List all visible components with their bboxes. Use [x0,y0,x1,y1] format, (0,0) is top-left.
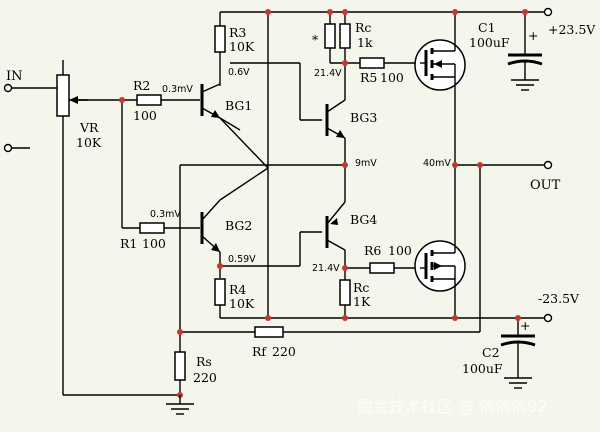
label-r4-name: R4 [229,282,246,297]
label-in: IN [6,69,23,84]
label-bg4-voltage: 21.4V [312,263,340,274]
resistor-star [324,23,336,49]
ground-c1 [511,79,539,91]
potentiometer-vr [56,74,88,117]
mosfet-top [414,39,466,91]
label-r6-name: R6 [364,243,381,258]
label-c2-value: 100uF [462,361,503,376]
transistor-bg3 [325,99,346,139]
label-out-voltage: 40mV [423,158,451,169]
label-r1-name: R1 [120,236,137,251]
mosfet-bottom [414,240,466,292]
label-bg1-emitter-voltage: 0.6V [228,67,250,78]
out-terminal [543,160,553,170]
label-rc-top-value: 1k [357,35,373,50]
label-r1-value: 100 [142,236,166,251]
resistor-r4 [214,278,226,306]
ground-c2 [504,377,532,389]
resistor-r3 [214,25,226,53]
label-star: * [312,32,319,47]
label-r3-name: R3 [229,25,246,40]
label-vneg: -23.5V [538,291,580,306]
labels: IN OUT +23.5V -23.5V VR 10K R2 100 R1 10… [6,20,596,416]
vneg-terminal [543,313,553,323]
terminals [3,7,553,323]
label-rs-value: 220 [193,370,217,385]
label-rc-bot-name: Rc [353,280,369,295]
label-rs-name: Rs [196,354,212,369]
label-r5-value: 100 [380,70,404,85]
resistor-rc-bot [339,279,351,306]
resistor-r2 [136,94,162,106]
label-rc-bot-value: 1K [353,294,371,309]
label-bg1-base-voltage: 0.3mV [162,84,193,95]
vpos-terminal [543,7,553,17]
in-terminal [3,83,13,93]
label-c1-value: 100uF [469,35,510,50]
label-bg3-voltage: 21.4V [314,68,342,79]
label-bg1: BG1 [225,98,252,113]
label-vr-value: 10K [76,135,102,150]
resistors [136,23,395,381]
transistor-bg4 [325,201,346,251]
label-c2-name: C2 [482,345,500,360]
resistor-r6 [369,262,395,274]
label-r5-name: R5 [360,70,377,85]
label-rf-value: 220 [272,344,296,359]
label-vpos: +23.5V [548,22,596,37]
label-rf-name: Rf [252,344,267,359]
label-out: OUT [530,178,561,193]
resistor-rf [254,326,284,338]
label-bg2-emitter-voltage: 0.59V [228,254,256,265]
transistor-bg1 [200,83,221,119]
label-mid-voltage: 9mV [355,158,377,169]
transistor-bg2 [200,199,221,253]
ground-main [166,395,194,415]
label-rc-top-name: Rc [355,20,371,35]
label-r3-value: 10K [229,39,255,54]
label-bg2: BG2 [225,218,252,233]
in-ground-terminal [3,143,13,153]
label-bg4: BG4 [350,212,377,227]
label-c1-name: C1 [478,20,496,35]
watermark: 掘金技术社区 @ 依依依92 [357,397,548,416]
label-r6-value: 100 [388,243,412,258]
resistor-rc-top [339,23,351,49]
c2-plus: + [520,318,530,333]
label-r2-name: R2 [133,78,150,93]
resistor-rs [174,351,186,381]
label-r4-value: 10K [229,296,255,311]
resistor-r1 [139,222,165,234]
resistor-r5 [359,57,385,69]
label-vr-name: VR [79,120,99,135]
capacitor-c1: + [507,28,543,66]
label-bg3: BG3 [350,110,377,125]
c1-plus: + [528,28,538,43]
junctions [119,9,528,398]
capacitor-c2: + [500,318,536,347]
label-r2-value: 100 [133,108,157,123]
label-bg2-base-voltage: 0.3mV [150,209,181,220]
